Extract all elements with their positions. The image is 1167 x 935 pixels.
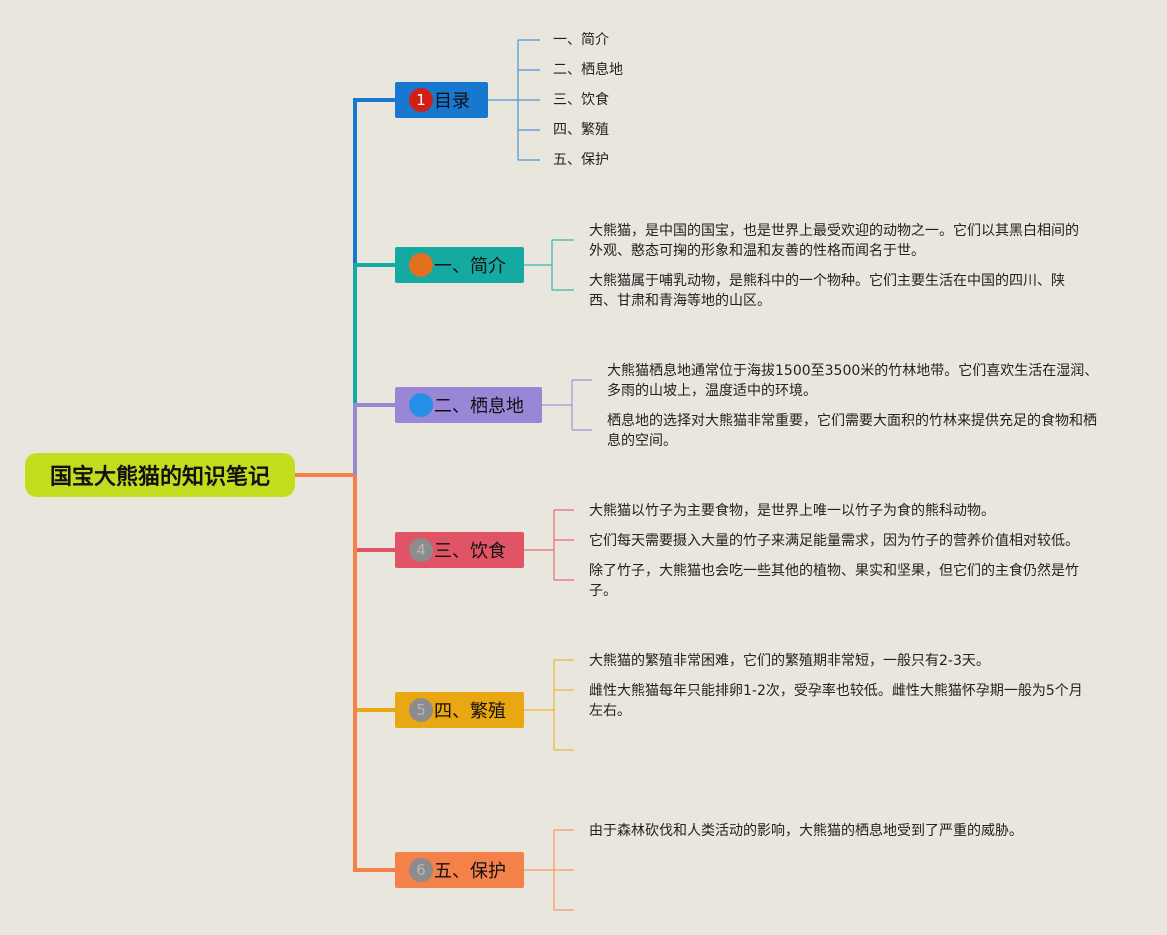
note-item[interactable]: 它们每天需要摄入大量的竹子来满足能量需求，因为竹子的营养价值相对较低。 <box>589 533 1079 549</box>
toc-item[interactable]: 二、栖息地 <box>553 62 623 78</box>
number-badge-4: 4 <box>409 538 433 562</box>
note-item-empty[interactable] <box>589 740 1099 760</box>
number-badge-5: 5 <box>409 698 433 722</box>
connector-trunk-4 <box>353 475 395 552</box>
branch-diet[interactable]: 4 三、饮食 <box>395 532 524 568</box>
connector-leaves-6 <box>524 829 574 911</box>
connector-trunk-2 <box>353 263 395 475</box>
connector-trunk-5 <box>353 475 395 712</box>
connector-leaves-5 <box>524 659 574 751</box>
connector-trunk-1 <box>353 98 395 475</box>
number-badge-3: 3 <box>409 393 433 417</box>
root-topic[interactable]: 国宝大熊猫的知识笔记 <box>25 453 295 497</box>
branch-protection[interactable]: 6 五、保护 <box>395 852 524 888</box>
toc-item[interactable]: 一、简介 <box>553 32 609 48</box>
toc-item[interactable]: 五、保护 <box>553 152 609 168</box>
connector-trunk-6 <box>353 475 395 872</box>
toc-item[interactable]: 三、饮食 <box>553 92 609 108</box>
toc-item[interactable]: 四、繁殖 <box>553 122 609 138</box>
number-badge-1: 1 <box>409 88 433 112</box>
note-item[interactable]: 除了竹子，大熊猫也会吃一些其他的植物、果实和坚果，但它们的主食仍然是竹子。 <box>589 563 1079 599</box>
note-item[interactable]: 由于森林砍伐和人类活动的影响，大熊猫的栖息地受到了严重的威胁。 <box>589 823 1023 839</box>
note-item-empty[interactable] <box>589 860 1099 880</box>
connector-leaves-1 <box>488 39 540 161</box>
branch-label: 二、栖息地 <box>434 396 524 417</box>
note-item[interactable]: 大熊猫的繁殖非常困难，它们的繁殖期非常短，一般只有2-3天。 <box>589 653 990 669</box>
branch-toc[interactable]: 1 目录 <box>395 82 488 118</box>
branch-habitat[interactable]: 3 二、栖息地 <box>395 387 542 423</box>
root-title: 国宝大熊猫的知识笔记 <box>49 465 270 490</box>
branch-label: 目录 <box>434 91 470 112</box>
branch-label: 一、简介 <box>434 256 506 277</box>
branch-breeding[interactable]: 5 四、繁殖 <box>395 692 524 728</box>
note-item-empty[interactable] <box>589 900 1099 920</box>
note-item[interactable]: 雌性大熊猫每年只能排卵1-2次，受孕率也较低。雌性大熊猫怀孕期一般为5个月左右。 <box>589 683 1083 719</box>
connector-trunk-3 <box>353 403 395 475</box>
connector-leaves-4 <box>524 509 574 581</box>
note-item[interactable]: 大熊猫以竹子为主要食物，是世界上唯一以竹子为食的熊科动物。 <box>589 503 995 519</box>
branch-label: 五、保护 <box>434 861 506 882</box>
note-item[interactable]: 大熊猫，是中国的国宝，也是世界上最受欢迎的动物之一。它们以其黑白相间的外观、憨态… <box>589 223 1079 259</box>
connector-leaves-3 <box>542 379 592 431</box>
branch-intro[interactable]: 2 一、简介 <box>395 247 524 283</box>
note-item[interactable]: 栖息地的选择对大熊猫非常重要，它们需要大面积的竹林来提供充足的食物和栖息的空间。 <box>607 413 1097 449</box>
connector-leaves-2 <box>524 239 574 291</box>
number-badge-6: 6 <box>409 858 433 882</box>
note-item[interactable]: 大熊猫属于哺乳动物，是熊科中的一个物种。它们主要生活在中国的四川、陕西、甘肃和青… <box>589 273 1065 309</box>
number-badge-2: 2 <box>409 253 433 277</box>
note-item[interactable]: 大熊猫栖息地通常位于海拔1500至3500米的竹林地带。它们喜欢生活在湿润、多雨… <box>607 363 1099 399</box>
branch-label: 三、饮食 <box>434 541 506 562</box>
branch-label: 四、繁殖 <box>434 701 506 722</box>
